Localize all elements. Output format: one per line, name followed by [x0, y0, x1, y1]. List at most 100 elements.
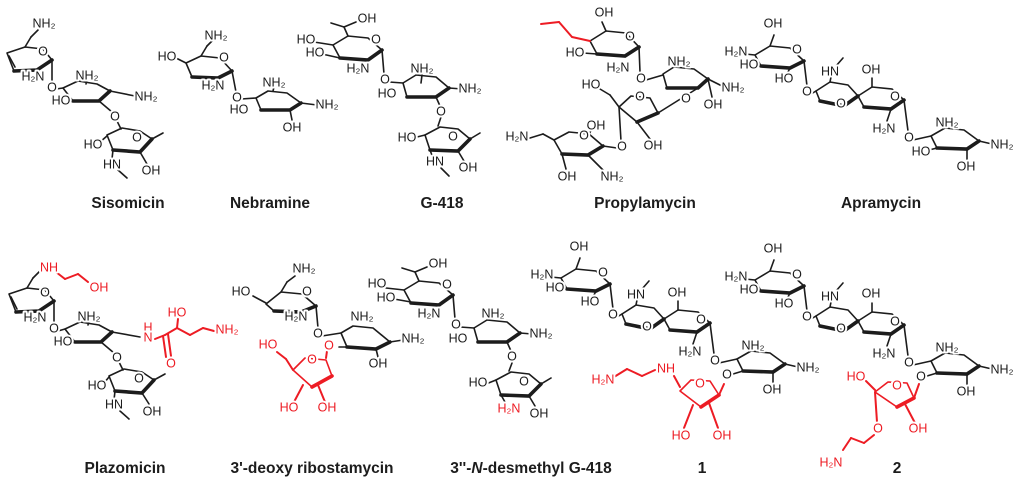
- atom-label: O: [436, 104, 446, 118]
- bold-ring-edge: [476, 331, 522, 344]
- bond: [429, 149, 434, 159]
- atom-label: NH₂: [351, 309, 374, 323]
- bond: [469, 132, 481, 140]
- bond: [321, 332, 342, 337]
- atom-label: HN: [103, 157, 121, 171]
- bond: [886, 333, 892, 347]
- bond: [618, 106, 622, 142]
- bond: [835, 282, 844, 292]
- bond: [692, 331, 698, 345]
- bond: [904, 403, 916, 424]
- atom-label: NH₂: [135, 89, 158, 103]
- bond: [55, 271, 66, 280]
- bond: [26, 277, 34, 289]
- atom-label: O: [134, 371, 144, 385]
- atom-label: O: [904, 355, 914, 369]
- bond: [437, 116, 442, 127]
- atom-label: H₂N: [418, 306, 441, 320]
- atom-label: HO: [158, 49, 177, 63]
- atom-label: O: [47, 80, 57, 94]
- bond: [638, 46, 641, 73]
- atom-label: OH: [713, 428, 732, 442]
- compound-name: 1: [698, 460, 707, 477]
- atom-label: H: [143, 320, 152, 334]
- bold-ring-edge: [759, 59, 806, 70]
- atom-label: O: [166, 356, 176, 370]
- bond: [375, 348, 379, 358]
- bond: [321, 53, 341, 59]
- bond: [141, 392, 150, 405]
- atom-label: OH: [957, 384, 976, 398]
- bond: [683, 404, 694, 429]
- bond: [769, 34, 775, 47]
- bond: [485, 379, 497, 385]
- atom-label: OH: [558, 169, 577, 183]
- bond: [285, 358, 294, 371]
- bond: [718, 358, 738, 364]
- bond: [10, 296, 18, 310]
- atom-label: OH: [763, 382, 782, 396]
- atom-label: NH₂: [601, 169, 624, 183]
- bond: [276, 351, 287, 360]
- atom-label: OH: [668, 285, 687, 299]
- bond: [599, 88, 611, 96]
- bond: [587, 154, 604, 171]
- bold-ring-edge: [741, 362, 787, 374]
- bond: [912, 135, 932, 141]
- atom-label: NH₂: [936, 115, 959, 129]
- bond: [176, 318, 179, 329]
- bond: [286, 275, 296, 283]
- atom-label: HN: [821, 289, 839, 303]
- bond: [175, 57, 187, 64]
- bond: [315, 305, 319, 329]
- bond: [978, 365, 993, 370]
- bond: [440, 167, 450, 177]
- bold-ring-edge: [635, 111, 660, 124]
- atom-label: H₂N: [873, 346, 896, 360]
- bond: [865, 380, 876, 391]
- atom-label: O: [722, 367, 732, 381]
- atom-label: HO: [581, 294, 600, 308]
- bond: [30, 29, 39, 38]
- atom-label: H₂N: [498, 401, 521, 415]
- atom-label: NH₂: [668, 54, 691, 68]
- bond: [414, 271, 420, 282]
- atom-label: OH: [459, 160, 478, 174]
- atom-label: HO: [280, 400, 299, 414]
- atom-label: O: [695, 376, 705, 390]
- atom-label: H₂N: [24, 310, 47, 324]
- bond: [709, 322, 715, 355]
- bond: [575, 257, 581, 270]
- atom-label: NH₂: [482, 306, 505, 320]
- atom-label: NH₂: [742, 338, 765, 352]
- atom-label: O: [792, 267, 802, 281]
- atom-label: N: [143, 330, 152, 344]
- bond: [803, 60, 808, 87]
- atom-label: NH: [40, 260, 58, 274]
- atom-label: OH: [862, 286, 881, 300]
- bond: [412, 134, 426, 139]
- bond: [167, 333, 172, 357]
- atom-label: O: [110, 109, 120, 123]
- atom-label: HO: [672, 428, 691, 442]
- bond: [582, 52, 598, 55]
- atom-label: H₂N: [725, 44, 748, 58]
- bond: [87, 319, 90, 326]
- atom-label: O: [696, 312, 706, 326]
- bond: [8, 55, 16, 68]
- bold-ring-edge: [71, 89, 112, 103]
- bond: [810, 90, 817, 95]
- bond: [64, 273, 79, 280]
- compound-name: 3''-N-desmethyl G-418: [450, 460, 612, 477]
- atom-label: HN: [105, 397, 123, 411]
- bond: [829, 301, 832, 308]
- atom-label: O: [451, 317, 461, 331]
- atom-label: NH₂: [722, 80, 745, 94]
- atom-label: HO: [378, 86, 397, 100]
- atom-label: NH₂: [33, 16, 56, 30]
- atom-label: O: [38, 44, 48, 58]
- atom-label: NH₂: [402, 331, 425, 345]
- atom-label: OH: [764, 16, 783, 30]
